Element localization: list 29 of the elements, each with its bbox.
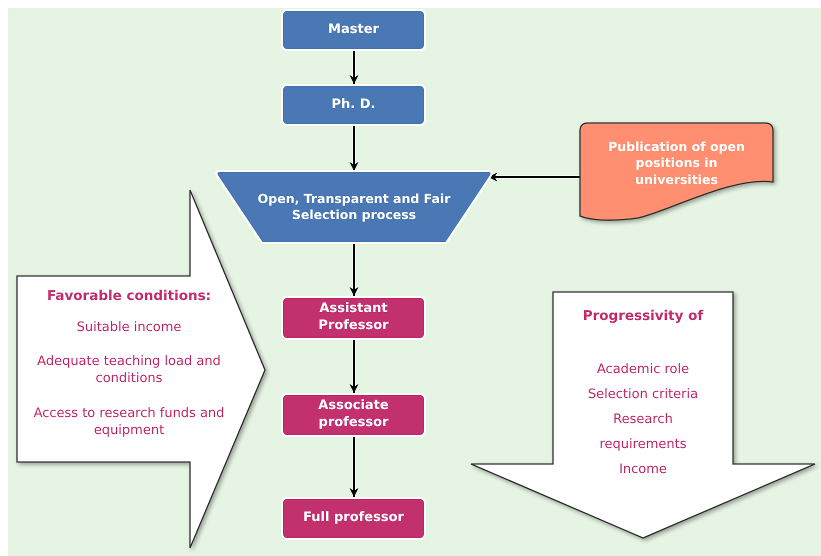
heading-text: Favorable conditions: bbox=[46, 288, 212, 306]
process-box bbox=[281, 9, 426, 51]
box-label: Open, Transparent and Fair Selection process bbox=[256, 190, 452, 224]
box-label: Associate professor bbox=[317, 398, 390, 432]
arrow bbox=[350, 126, 358, 171]
arrow bbox=[488, 172, 580, 182]
list-item-text: Academic role bbox=[596, 361, 690, 379]
process-box bbox=[281, 84, 426, 126]
process-box bbox=[281, 393, 426, 437]
process-box bbox=[281, 296, 426, 340]
list-item-text: Adequate teaching load and conditions bbox=[36, 354, 222, 388]
list-item-text: Access to research funds and equipment bbox=[32, 406, 226, 440]
arrow bbox=[350, 51, 358, 84]
block-arrow bbox=[471, 292, 815, 538]
arrow bbox=[350, 340, 358, 393]
heading-text: Progressivity of bbox=[582, 307, 704, 326]
box-label: Master bbox=[328, 22, 379, 38]
box-label: Assistant Professor bbox=[317, 301, 390, 335]
list-item-text: Selection criteria bbox=[586, 386, 700, 404]
box-label: Ph. D. bbox=[332, 96, 376, 114]
list-item-text: Suitable income bbox=[76, 320, 182, 336]
process-box bbox=[281, 497, 426, 540]
arrow bbox=[350, 437, 358, 497]
selection-trapezoid bbox=[214, 171, 494, 243]
box-label: Publication of open positions in universities bbox=[607, 139, 746, 188]
list-item-text: Income bbox=[618, 461, 668, 479]
box-label: Full professor bbox=[303, 510, 404, 527]
arrow bbox=[350, 243, 358, 296]
list-item-text: Research requirements bbox=[598, 411, 688, 454]
